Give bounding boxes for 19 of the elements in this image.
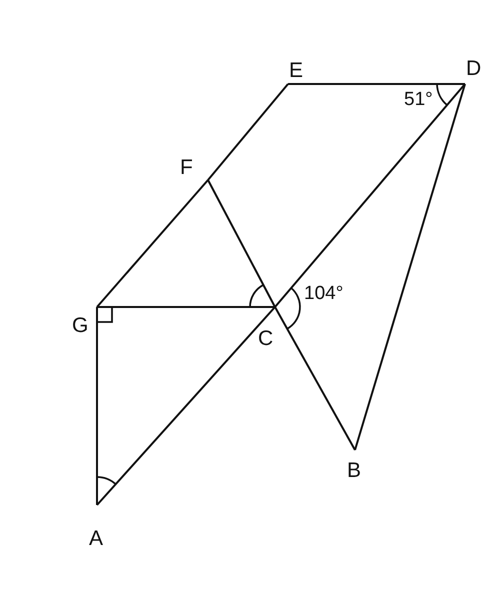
- line-segment: [274, 83, 466, 308]
- line-segment: [97, 306, 275, 308]
- point-label: A: [89, 528, 104, 550]
- line-segment: [354, 84, 466, 450]
- point-label: C: [258, 328, 274, 350]
- point-label: E: [289, 60, 304, 82]
- angle-label: 104°: [304, 284, 344, 304]
- point-label: F: [180, 157, 193, 179]
- line-segment: [207, 83, 289, 181]
- line-segment: [288, 83, 465, 85]
- line-segment: [96, 179, 209, 308]
- line-segment: [96, 307, 98, 505]
- line-segment: [207, 180, 276, 308]
- point-label: B: [347, 460, 362, 482]
- line-segment: [274, 306, 356, 450]
- line-segment: [96, 306, 276, 506]
- point-label: G: [72, 315, 88, 337]
- point-label: D: [466, 58, 482, 80]
- angle-label: 51°: [404, 90, 433, 110]
